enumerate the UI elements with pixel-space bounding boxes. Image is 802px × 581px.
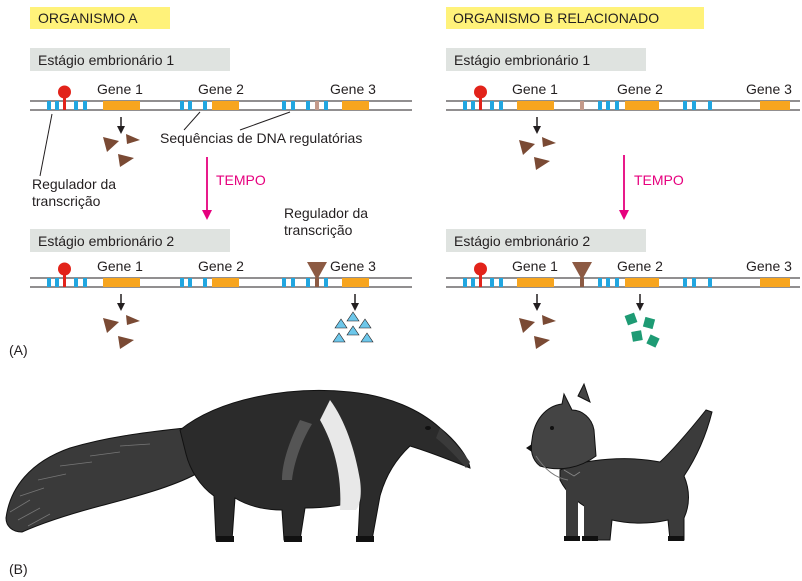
stage2-label-a: Estágio embrionário 2 (30, 229, 230, 252)
gene1-block (517, 101, 554, 110)
organism-b-title: ORGANISMO B RELACIONADO (453, 10, 659, 26)
leader-line (239, 111, 291, 131)
dna-strand-b-stage2: Gene 1 Gene 2 Gene 3 (446, 258, 800, 288)
gene2-label: Gene 2 (617, 81, 663, 97)
gene1-label: Gene 1 (97, 258, 143, 274)
organism-b-title-box: ORGANISMO B RELACIONADO (446, 7, 704, 29)
organism-a-title: ORGANISMO A (38, 10, 138, 26)
stage2-text-b: Estágio embrionário 2 (454, 233, 590, 249)
gene3-label: Gene 3 (330, 81, 376, 97)
gene2-block (212, 101, 239, 110)
red-regulator-protein (58, 262, 71, 287)
gene3-block (760, 101, 790, 110)
time-label: TEMPO (216, 172, 266, 188)
stage2-label-b: Estágio embrionário 2 (446, 229, 646, 252)
gene2-block (625, 101, 659, 110)
gene3-label: Gene 3 (746, 81, 792, 97)
dna-strand-a-stage2: Gene 1 Gene 2 Gene 3 (30, 258, 412, 288)
green-square-proteins (624, 312, 660, 348)
stage1-text-a: Estágio embrionário 1 (38, 52, 174, 68)
time-label: TEMPO (634, 172, 684, 188)
gene2-label: Gene 2 (198, 81, 244, 97)
gene3-label: Gene 3 (746, 258, 792, 274)
gene3-block (342, 101, 369, 110)
gene1-label: Gene 1 (97, 81, 143, 97)
regulator-label: transcrição (284, 222, 353, 238)
stage1-label-a: Estágio embrionário 1 (30, 48, 230, 71)
gene3-block (342, 278, 369, 287)
regulator-label: Regulador da (284, 205, 368, 221)
regulatory-sequences (463, 101, 712, 110)
stage2-text-a: Estágio embrionário 2 (38, 233, 174, 249)
red-regulator-protein (474, 262, 487, 287)
brown-regulator-protein (572, 262, 592, 280)
gene1-block (103, 101, 140, 110)
panel-a-label: (A) (9, 342, 28, 358)
red-regulator-protein (474, 85, 487, 110)
regulatory-site-empty (315, 101, 319, 110)
dna-strand-b-stage1: Gene 1 Gene 2 Gene 3 (446, 81, 800, 111)
triangle-proteins (103, 134, 140, 167)
gene3-block (760, 278, 790, 287)
regulator-label: Regulador da (32, 176, 116, 192)
stage1-text-b: Estágio embrionário 1 (454, 52, 590, 68)
gene2-block (625, 278, 659, 287)
red-regulator-protein (58, 85, 71, 110)
organism-a-title-box: ORGANISMO A (30, 7, 170, 29)
regulatory-sequences (47, 278, 328, 287)
triangle-proteins (519, 315, 556, 349)
regulatory-sequences (463, 278, 712, 287)
gene1-label: Gene 1 (512, 258, 558, 274)
triangle-proteins (519, 137, 556, 170)
gene1-block (103, 278, 140, 287)
gene2-label: Gene 2 (198, 258, 244, 274)
cyan-triangle-proteins (332, 311, 374, 343)
gene2-block (212, 278, 239, 287)
regulator-leader-line (39, 113, 53, 177)
regulatory-seq-label: Sequências de DNA regulatórias (160, 130, 362, 146)
regulatory-sequences (47, 101, 328, 110)
brown-regulator-protein (307, 262, 327, 280)
gene3-label: Gene 3 (330, 258, 376, 274)
gene2-label: Gene 2 (617, 258, 663, 274)
dna-strand-a-stage1: Gene 1 Gene 2 Gene 3 (30, 81, 412, 111)
anteater-illustration (5, 390, 471, 542)
stage1-label-b: Estágio embrionário 1 (446, 48, 646, 71)
gene1-label: Gene 1 (512, 81, 558, 97)
triangle-proteins (103, 315, 140, 349)
gene1-block (517, 278, 554, 287)
regulator-label: transcrição (32, 193, 101, 209)
scottish-terrier-illustration (526, 382, 713, 541)
leader-line (183, 111, 201, 131)
panel-b-label: (B) (9, 561, 28, 577)
